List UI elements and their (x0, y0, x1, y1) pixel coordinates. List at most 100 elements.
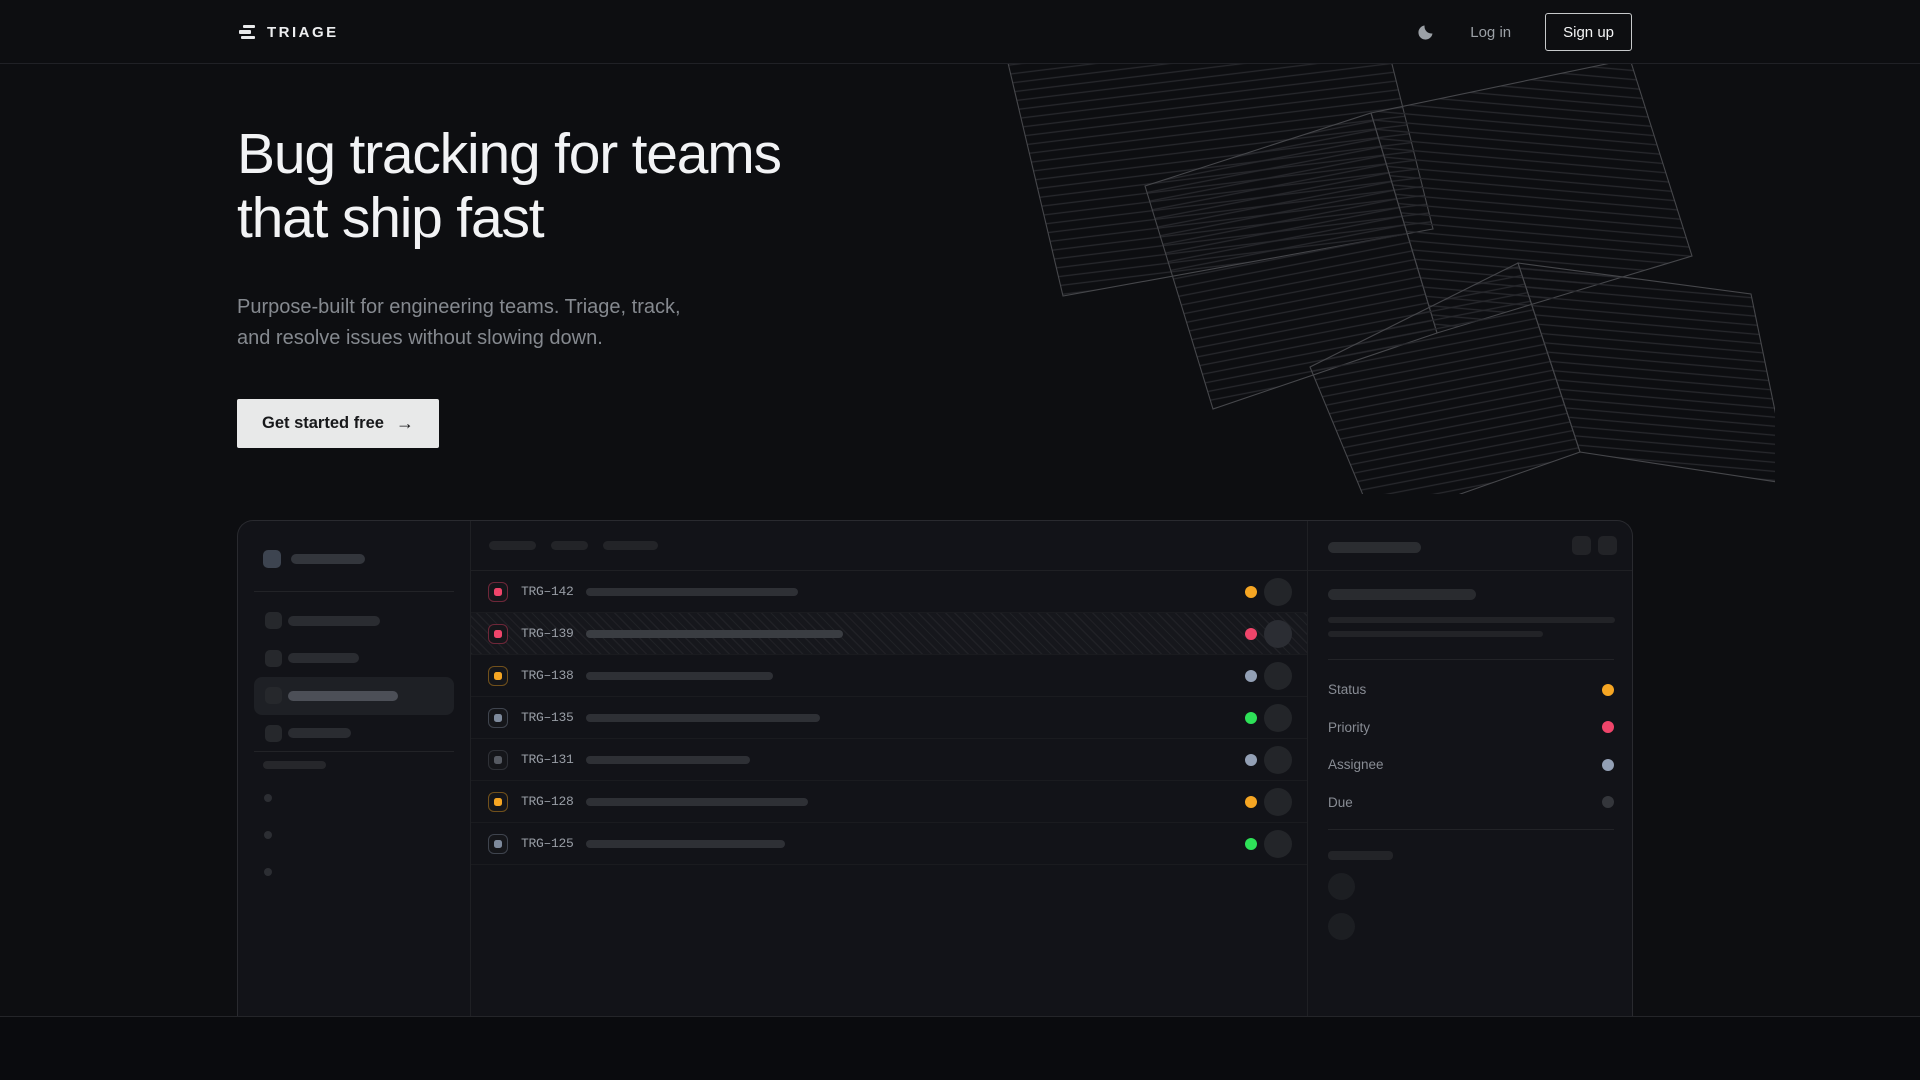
issue-row: TRG–138 (471, 655, 1307, 697)
mock-button (1572, 536, 1591, 555)
issue-id: TRG–142 (521, 584, 574, 599)
mock-nav-icon (265, 724, 282, 742)
issue-id: TRG–135 (521, 710, 574, 725)
issue-row: TRG–128 (471, 781, 1307, 823)
mock-nav-item (254, 715, 454, 753)
skeleton-bar (586, 629, 843, 638)
status-dot (1245, 627, 1257, 640)
app-preview-panel: TRG–142 TRG–139 TRG–138 (237, 520, 1633, 1016)
mock-avatar-circle (1328, 913, 1355, 940)
mock-nav-item-active (254, 677, 454, 715)
divider (1328, 829, 1614, 830)
mock-issue-list: TRG–142 TRG–139 TRG–138 (471, 521, 1307, 1016)
mock-sidebar (238, 521, 471, 1016)
divider (1328, 659, 1614, 660)
login-link[interactable]: Log in (1470, 23, 1512, 41)
mock-button (1598, 536, 1617, 555)
status-dot (1245, 669, 1257, 682)
field-value-dot (1602, 683, 1614, 696)
assignee-avatar (1264, 829, 1292, 858)
issue-type-icon (488, 791, 508, 812)
skeleton-bar (586, 839, 785, 848)
skeleton-bar (586, 713, 820, 722)
issue-type-icon (488, 833, 508, 854)
skeleton-bar (586, 797, 808, 806)
skeleton-pill (288, 615, 380, 626)
field-value-dot (1602, 796, 1614, 809)
mock-nav-icon (265, 612, 282, 630)
next-section-band (0, 1016, 1920, 1080)
site-header: TRIAGE Log in Sign up (0, 0, 1920, 64)
mock-list-header (471, 521, 1307, 571)
field-label: Priority (1328, 719, 1371, 735)
skeleton-bar (586, 587, 798, 596)
brand-logo[interactable]: TRIAGE (237, 0, 339, 64)
field-label: Assignee (1328, 757, 1384, 773)
detail-field-due: Due (1328, 784, 1614, 822)
moon-icon (1418, 25, 1433, 40)
brand-name: TRIAGE (267, 23, 339, 41)
mock-nav-item (254, 640, 454, 678)
triage-logo-icon (237, 22, 257, 42)
mock-list-dot (264, 794, 272, 802)
issue-row: TRG–142 (471, 571, 1307, 613)
status-dot (1245, 753, 1257, 766)
mock-avatar-circle (1328, 873, 1355, 900)
issue-id: TRG–131 (521, 752, 574, 767)
mock-list-dot (264, 831, 272, 839)
skeleton-pill (1328, 542, 1421, 553)
wireframe-3d-art (1007, 64, 1775, 494)
signup-button[interactable]: Sign up (1545, 13, 1632, 51)
mock-detail-header (1308, 521, 1632, 571)
mock-header-buttons (1572, 536, 1617, 555)
issue-type-icon (488, 581, 508, 602)
mock-workspace-avatar (263, 550, 281, 568)
issue-rows: TRG–142 TRG–139 TRG–138 (471, 571, 1307, 865)
hero-subtitle: Purpose-built for engineering teams. Tri… (237, 296, 681, 349)
assignee-avatar (1264, 577, 1292, 606)
hero-title-line2: that ship fast (237, 186, 545, 250)
skeleton-pill (291, 554, 365, 564)
skeleton-pill (603, 541, 658, 550)
skeleton-pill (1328, 589, 1476, 600)
issue-row: TRG–139 (471, 613, 1307, 655)
detail-field-status: Status (1328, 671, 1614, 709)
skeleton-pill (288, 728, 351, 739)
issue-row: TRG–135 (471, 697, 1307, 739)
mock-nav-icon (265, 687, 282, 705)
assignee-avatar (1264, 619, 1292, 648)
mock-nav-icon (265, 649, 282, 667)
field-value-dot (1602, 758, 1614, 771)
assignee-avatar (1264, 703, 1292, 732)
detail-field-priority: Priority (1328, 709, 1614, 747)
detail-field-assignee: Assignee (1328, 746, 1614, 784)
status-dot (1245, 585, 1257, 598)
skeleton-line (1328, 617, 1615, 623)
skeleton-pill (551, 541, 588, 550)
issue-type-icon (488, 707, 508, 728)
field-label: Due (1328, 794, 1353, 810)
arrow-right-icon: → (395, 413, 414, 433)
issue-type-icon (488, 665, 508, 686)
skeleton-line (1328, 631, 1543, 637)
skeleton-bar (586, 755, 750, 764)
status-dot (1245, 795, 1257, 808)
header-nav: Log in Sign up (1414, 0, 1632, 64)
hero-section: Bug tracking for teams that ship fast Pu… (0, 64, 1920, 1016)
status-dot (1245, 837, 1257, 850)
issue-type-icon (488, 749, 508, 770)
cta-label: Get started free (262, 414, 384, 432)
skeleton-pill (489, 541, 536, 550)
status-dot (1245, 711, 1257, 724)
issue-row: TRG–131 (471, 739, 1307, 781)
detail-fields: Status Priority Assignee Due (1328, 671, 1614, 821)
mock-detail-panel: Status Priority Assignee Due (1307, 521, 1632, 1016)
issue-id: TRG–128 (521, 794, 574, 809)
issue-id: TRG–125 (521, 836, 574, 851)
skeleton-pill (288, 653, 359, 664)
get-started-button[interactable]: Get started free → (237, 399, 439, 448)
assignee-avatar (1264, 661, 1292, 690)
theme-toggle-button[interactable] (1414, 21, 1436, 43)
assignee-avatar (1264, 745, 1292, 774)
